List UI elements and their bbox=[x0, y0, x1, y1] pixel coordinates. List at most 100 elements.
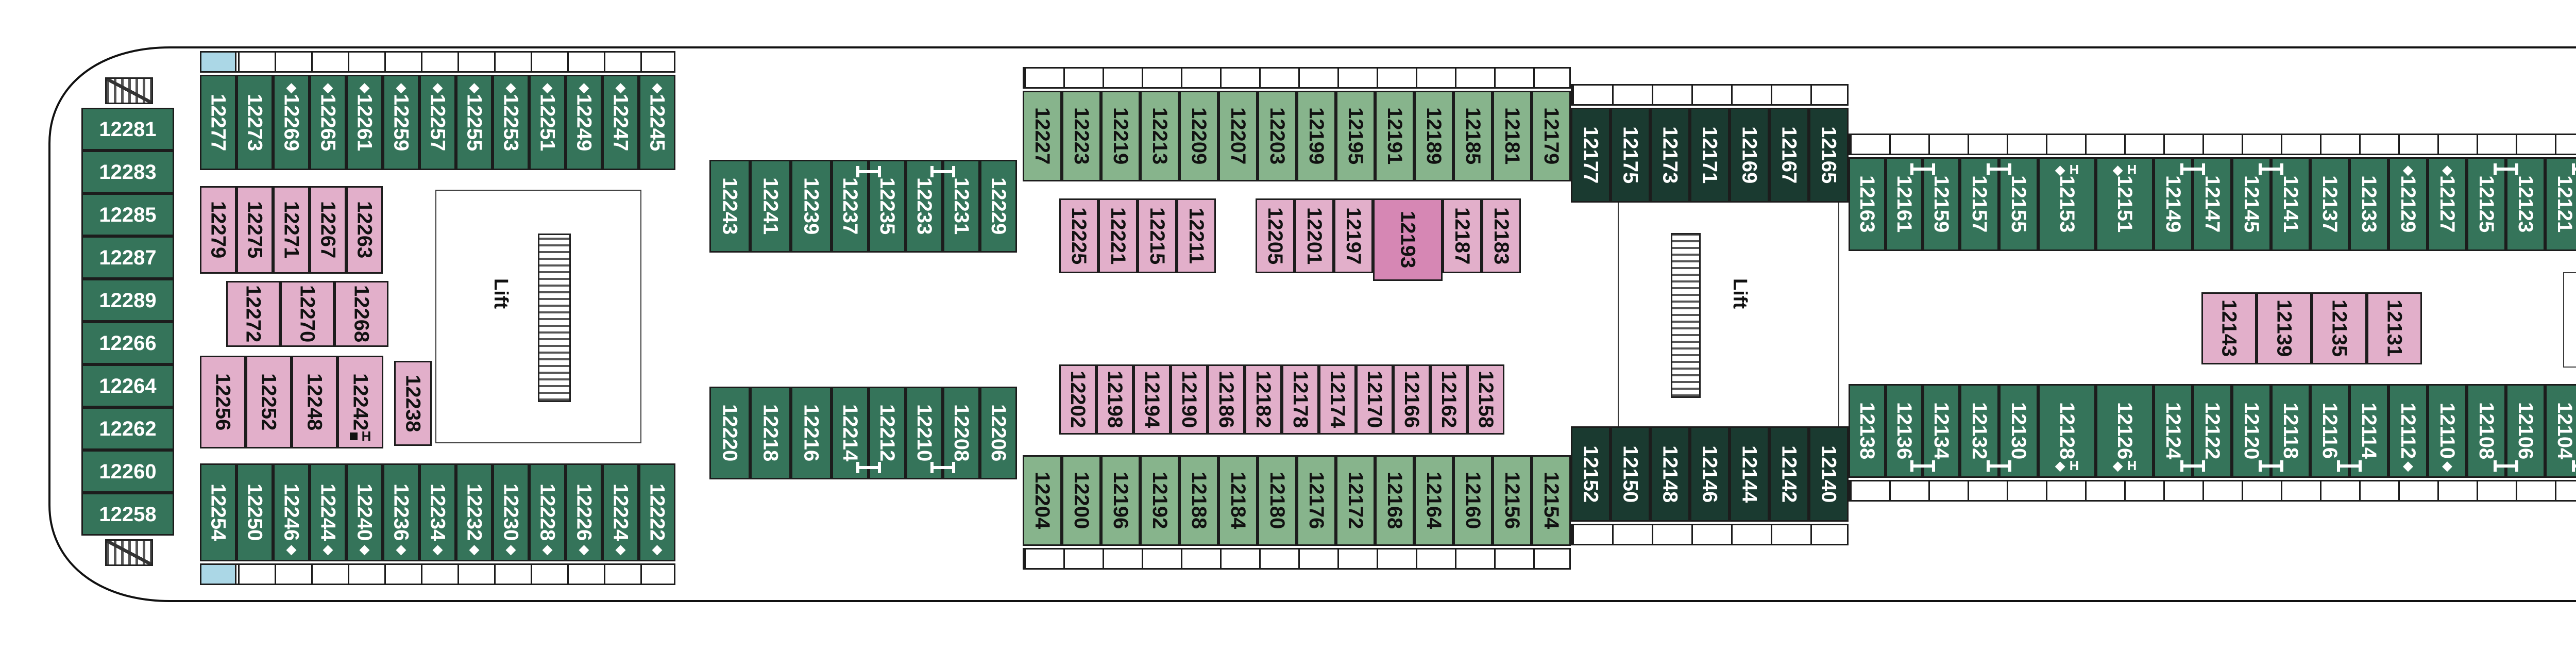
cabin-12123[interactable]: 12123 bbox=[2506, 157, 2545, 251]
cabin-12152[interactable]: 12152 bbox=[1571, 426, 1611, 522]
cabin-12177[interactable]: 12177 bbox=[1571, 108, 1611, 203]
cabin-12158[interactable]: 12158 bbox=[1467, 364, 1504, 435]
cabin-12214[interactable]: 12214 bbox=[832, 387, 869, 479]
cabin-12255[interactable]: 12255◆ bbox=[456, 75, 493, 170]
cabin-12254[interactable]: 12254 bbox=[200, 463, 236, 561]
cabin-12249[interactable]: 12249◆ bbox=[566, 75, 602, 170]
cabin-12160[interactable]: 12160 bbox=[1453, 455, 1493, 546]
cabin-12244[interactable]: 12244◆ bbox=[310, 463, 346, 561]
cabin-12143[interactable]: 12143 bbox=[2201, 292, 2257, 364]
cabin-12285[interactable]: 12285 bbox=[81, 193, 174, 236]
cabin-12262[interactable]: 12262 bbox=[81, 407, 174, 450]
cabin-12187[interactable]: 12187 bbox=[1443, 198, 1482, 273]
cabin-12223[interactable]: 12223 bbox=[1062, 91, 1101, 181]
cabin-12241[interactable]: 12241 bbox=[750, 160, 791, 253]
cabin-12248[interactable]: 12248 bbox=[292, 356, 337, 448]
cabin-12137[interactable]: 12137 bbox=[2310, 157, 2349, 251]
cabin-12289[interactable]: 12289 bbox=[81, 279, 174, 322]
cabin-12186[interactable]: 12186 bbox=[1208, 364, 1245, 435]
cabin-12281[interactable]: 12281 bbox=[81, 108, 174, 151]
cabin-12162[interactable]: 12162 bbox=[1430, 364, 1467, 435]
cabin-12202[interactable]: 12202 bbox=[1059, 364, 1096, 435]
cabin-12120[interactable]: 12120 bbox=[2232, 384, 2271, 478]
cabin-12257[interactable]: 12257◆ bbox=[419, 75, 456, 170]
cabin-12167[interactable]: 12167 bbox=[1769, 108, 1809, 203]
cabin-12181[interactable]: 12181 bbox=[1493, 91, 1532, 181]
cabin-12127[interactable]: 12127◆ bbox=[2428, 157, 2467, 251]
cabin-12108[interactable]: 12108 bbox=[2467, 384, 2506, 478]
cabin-12149[interactable]: 12149 bbox=[2154, 157, 2193, 251]
cabin-12198[interactable]: 12198 bbox=[1096, 364, 1133, 435]
cabin-12164[interactable]: 12164 bbox=[1414, 455, 1453, 546]
cabin-12267[interactable]: 12267 bbox=[310, 186, 346, 274]
cabin-12163[interactable]: 12163 bbox=[1849, 157, 1886, 251]
cabin-12165[interactable]: 12165 bbox=[1809, 108, 1849, 203]
cabin-12188[interactable]: 12188 bbox=[1179, 455, 1218, 546]
cabin-12207[interactable]: 12207 bbox=[1218, 91, 1258, 181]
cabin-12213[interactable]: 12213 bbox=[1140, 91, 1179, 181]
cabin-12266[interactable]: 12266 bbox=[81, 322, 174, 364]
cabin-12179[interactable]: 12179 bbox=[1532, 91, 1571, 181]
cabin-12275[interactable]: 12275 bbox=[236, 186, 273, 274]
cabin-12233[interactable]: 12233 bbox=[906, 160, 943, 253]
cabin-12176[interactable]: 12176 bbox=[1297, 455, 1336, 546]
cabin-12138[interactable]: 12138 bbox=[1849, 384, 1886, 478]
cabin-12157[interactable]: 12157 bbox=[1960, 157, 1999, 251]
cabin-12230[interactable]: 12230◆ bbox=[493, 463, 529, 561]
cabin-12206[interactable]: 12206 bbox=[980, 387, 1017, 479]
cabin-12211[interactable]: 12211 bbox=[1177, 198, 1216, 273]
cabin-12239[interactable]: 12239 bbox=[791, 160, 832, 253]
cabin-12190[interactable]: 12190 bbox=[1171, 364, 1208, 435]
cabin-12141[interactable]: 12141 bbox=[2271, 157, 2310, 251]
cabin-12201[interactable]: 12201 bbox=[1295, 198, 1334, 273]
cabin-12229[interactable]: 12229 bbox=[980, 160, 1017, 253]
cabin-12121[interactable]: 12121 bbox=[2545, 157, 2576, 251]
cabin-12204[interactable]: 12204 bbox=[1023, 455, 1062, 546]
cabin-12215[interactable]: 12215 bbox=[1138, 198, 1177, 273]
cabin-12256[interactable]: 12256 bbox=[200, 356, 246, 448]
cabin-12235[interactable]: 12235 bbox=[869, 160, 906, 253]
cabin-12175[interactable]: 12175 bbox=[1611, 108, 1650, 203]
cabin-12154[interactable]: 12154 bbox=[1532, 455, 1571, 546]
cabin-12270[interactable]: 12270 bbox=[280, 281, 334, 347]
cabin-12172[interactable]: 12172 bbox=[1336, 455, 1375, 546]
cabin-12139[interactable]: 12139 bbox=[2257, 292, 2312, 364]
cabin-12129[interactable]: 12129◆ bbox=[2388, 157, 2428, 251]
cabin-12259[interactable]: 12259◆ bbox=[383, 75, 419, 170]
cabin-12140[interactable]: 12140 bbox=[1809, 426, 1849, 522]
cabin-12228[interactable]: 12228◆ bbox=[529, 463, 566, 561]
cabin-12247[interactable]: 12247◆ bbox=[602, 75, 639, 170]
cabin-12277[interactable]: 12277 bbox=[200, 75, 236, 170]
cabin-12209[interactable]: 12209 bbox=[1179, 91, 1218, 181]
cabin-12193[interactable]: 12193 bbox=[1373, 198, 1443, 281]
cabin-12153[interactable]: 12153◆H bbox=[2038, 157, 2096, 251]
cabin-12203[interactable]: 12203 bbox=[1258, 91, 1297, 181]
cabin-12196[interactable]: 12196 bbox=[1101, 455, 1140, 546]
cabin-12271[interactable]: 12271 bbox=[273, 186, 310, 274]
cabin-12243[interactable]: 12243 bbox=[709, 160, 750, 253]
cabin-12146[interactable]: 12146 bbox=[1690, 426, 1730, 522]
cabin-12169[interactable]: 12169 bbox=[1730, 108, 1769, 203]
cabin-12131[interactable]: 12131 bbox=[2367, 292, 2422, 364]
cabin-12273[interactable]: 12273 bbox=[236, 75, 273, 170]
cabin-12185[interactable]: 12185 bbox=[1453, 91, 1493, 181]
cabin-12272[interactable]: 12272 bbox=[226, 281, 280, 347]
cabin-12150[interactable]: 12150 bbox=[1611, 426, 1650, 522]
cabin-12232[interactable]: 12232◆ bbox=[456, 463, 493, 561]
cabin-12166[interactable]: 12166 bbox=[1393, 364, 1430, 435]
cabin-12174[interactable]: 12174 bbox=[1319, 364, 1356, 435]
cabin-12136[interactable]: 12136 bbox=[1886, 384, 1923, 478]
cabin-12220[interactable]: 12220 bbox=[709, 387, 750, 479]
cabin-12287[interactable]: 12287 bbox=[81, 236, 174, 279]
cabin-12227[interactable]: 12227 bbox=[1023, 91, 1062, 181]
cabin-12189[interactable]: 12189 bbox=[1414, 91, 1453, 181]
cabin-12194[interactable]: 12194 bbox=[1133, 364, 1171, 435]
cabin-12238[interactable]: 12238 bbox=[394, 361, 432, 446]
cabin-12197[interactable]: 12197 bbox=[1334, 198, 1373, 273]
cabin-12199[interactable]: 12199 bbox=[1297, 91, 1336, 181]
cabin-12178[interactable]: 12178 bbox=[1282, 364, 1319, 435]
cabin-12126[interactable]: 12126◆H bbox=[2096, 384, 2154, 478]
cabin-12171[interactable]: 12171 bbox=[1690, 108, 1730, 203]
cabin-12222[interactable]: 12222◆ bbox=[639, 463, 675, 561]
